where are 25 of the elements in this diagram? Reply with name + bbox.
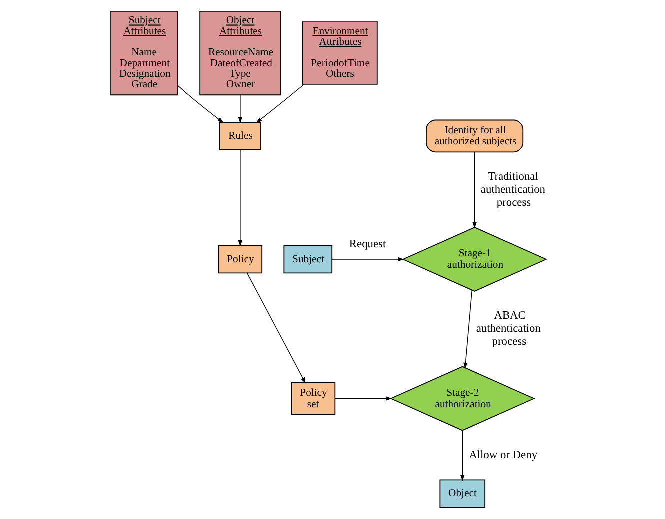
- edge-label: Traditional authentication process: [480, 170, 546, 209]
- arrow: [334, 396, 392, 401]
- arrow: [332, 257, 404, 262]
- arrow: [256, 84, 304, 124]
- node-box: Policy set: [291, 382, 336, 416]
- node-box: Environment Attributes PeriodofTime Others: [302, 22, 378, 85]
- node-box: Object: [440, 480, 486, 508]
- node-box: Subject Attributes Name Department Designation Grade: [110, 10, 178, 96]
- node-diamond: Stage-2 authorization: [390, 366, 536, 432]
- arrow: [238, 150, 243, 247]
- arrow: [178, 86, 224, 124]
- node-box: Policy: [218, 245, 263, 274]
- arrow: [472, 152, 477, 228]
- arrow: [460, 430, 465, 482]
- node-box: Object Attributes ResourceName DateofCreated Type Owner: [200, 10, 282, 96]
- edge-label: Allow or Deny: [469, 450, 538, 462]
- node-box: Subject: [284, 245, 333, 274]
- node-box: Identity for all authorized subjects: [426, 120, 524, 153]
- arrow: [246, 272, 306, 384]
- arrow: [238, 94, 243, 124]
- node-diamond: Stage-1 authorization: [402, 227, 548, 292]
- edge-label: ABAC authentication process: [476, 310, 541, 348]
- arrow: [464, 290, 473, 369]
- edge-label: Request: [349, 238, 386, 251]
- node-box: Rules: [219, 122, 262, 150]
